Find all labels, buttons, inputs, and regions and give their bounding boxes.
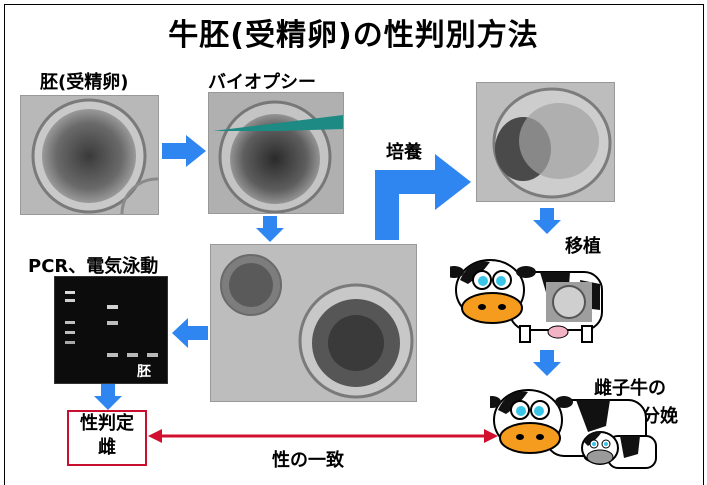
biopsy-label: バイオプシー: [208, 72, 316, 93]
cow-calving-illustration: [490, 389, 657, 469]
result-line1: 性判定: [80, 413, 134, 434]
cultured-embryo-photo: [476, 82, 615, 202]
arrow-down-icon: [94, 384, 122, 410]
calving-label-line2: 分娩: [642, 406, 678, 427]
biopsy-photo: [208, 92, 344, 214]
embryo-label: 胚(受精卵): [40, 72, 129, 93]
arrow-down-icon: [533, 208, 561, 234]
sex-result-box: 性判定 雌: [67, 410, 147, 466]
arrow-down-icon: [256, 216, 284, 242]
calving-label-line1: 雌子牛の: [594, 378, 666, 399]
double-arrow-icon: [148, 429, 498, 443]
arrow-right-icon: [162, 135, 206, 167]
arrow-down-icon: [533, 350, 561, 376]
biopsy-blade: [213, 115, 343, 131]
arrow-left-icon: [172, 318, 208, 348]
gel-electrophoresis-photo: 胚: [54, 276, 168, 384]
arrow-elbow-icon: [375, 154, 471, 240]
pcr-label: PCR、電気泳動: [28, 256, 159, 277]
gel-lane-label: 胚: [137, 364, 151, 380]
cow-transfer-illustration: [450, 259, 603, 343]
frame-left: [4, 4, 5, 485]
frame-right: [703, 4, 704, 485]
frame-top: [4, 4, 704, 5]
biopsied-cells-photo: [210, 244, 417, 402]
result-line2: 雌: [98, 437, 116, 458]
culture-label: 培養: [386, 142, 422, 163]
page-title: 牛胚(受精卵)の性判別方法: [168, 18, 539, 53]
transfer-label: 移植: [565, 236, 601, 257]
embryo-photo: [20, 95, 159, 215]
match-label: 性の一致: [272, 450, 344, 471]
